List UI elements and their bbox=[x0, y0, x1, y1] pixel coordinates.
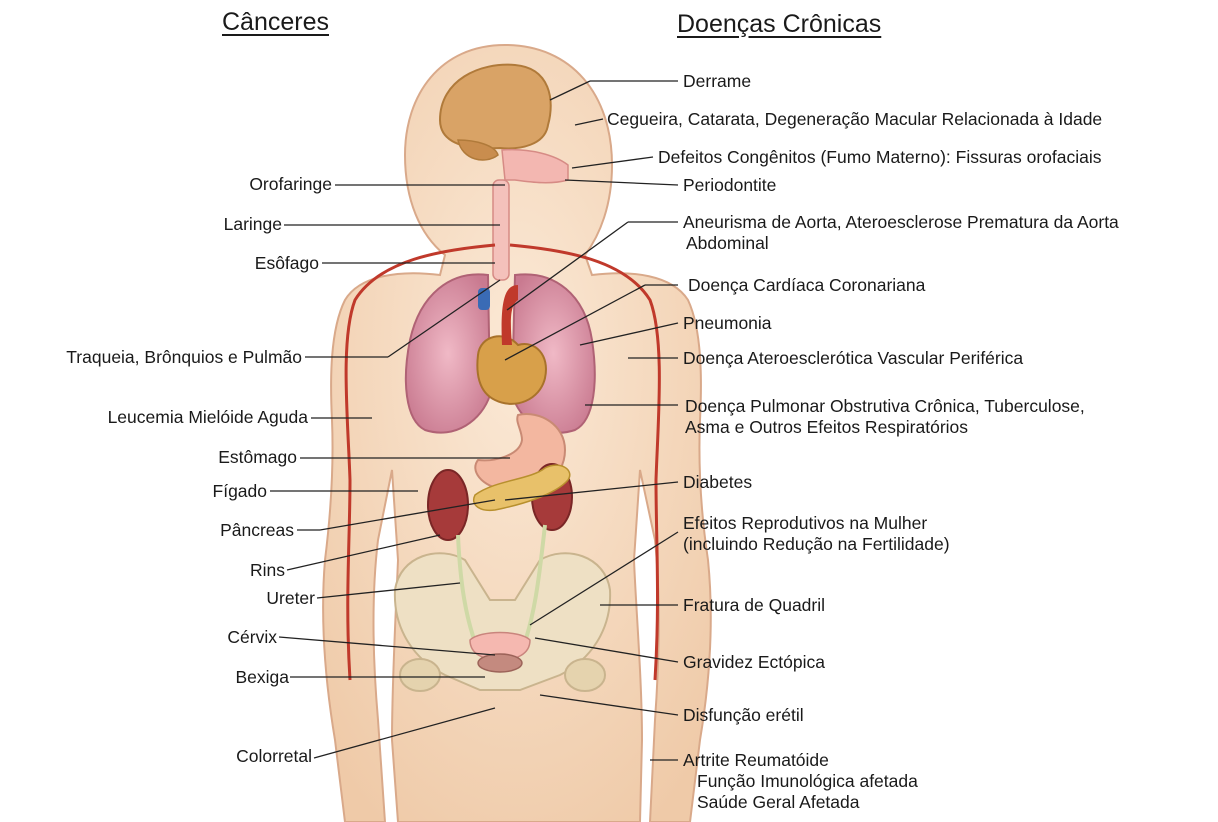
heart-shape bbox=[477, 336, 546, 404]
label-aneurisma: Aneurisma de Aorta, Ateroesclerose Prema… bbox=[683, 212, 1119, 254]
label-funcao-imunologica: Função Imunológica afetada bbox=[683, 771, 918, 792]
trachea-shape bbox=[493, 180, 509, 280]
label-figado: Fígado bbox=[213, 481, 267, 502]
label-disfuncao-eretil: Disfunção erétil bbox=[683, 705, 804, 726]
label-derrame: Derrame bbox=[683, 71, 751, 92]
label-saude-geral: Saúde Geral Afetada bbox=[683, 792, 918, 813]
label-colorretal: Colorretal bbox=[236, 746, 312, 767]
label-periodontite: Periodontite bbox=[683, 175, 776, 196]
label-gravidez-ectopica: Gravidez Ectópica bbox=[683, 652, 825, 673]
label-rins: Rins bbox=[250, 560, 285, 581]
label-orofaringe: Orofaringe bbox=[249, 174, 332, 195]
label-defeitos-congenitos: Defeitos Congênitos (Fumo Materno): Fiss… bbox=[658, 147, 1102, 168]
label-doenca-cardiaca: Doença Cardíaca Coronariana bbox=[688, 275, 925, 296]
label-dpoc-line2: Asma e Outros Efeitos Respiratórios bbox=[685, 417, 1085, 438]
label-traqueia-bronquios-pulmao: Traqueia, Brônquios e Pulmão bbox=[66, 347, 302, 368]
bladder-shape bbox=[478, 654, 522, 672]
label-bexiga: Bexiga bbox=[235, 667, 289, 688]
hip-joint-left bbox=[400, 659, 440, 691]
label-efeitos-reprodutivos-line2: (incluindo Redução na Fertilidade) bbox=[683, 534, 950, 555]
label-dpoc: Doença Pulmonar Obstrutiva Crônica, Tube… bbox=[685, 396, 1085, 438]
hip-joint-right bbox=[565, 659, 605, 691]
label-ureter: Ureter bbox=[266, 588, 315, 609]
label-doenca-ateroesclerotica: Doença Ateroesclerótica Vascular Perifér… bbox=[683, 348, 1023, 369]
label-artrite-reumatoide: Artrite Reumatóide bbox=[683, 750, 918, 771]
label-estomago: Estômago bbox=[218, 447, 297, 468]
label-diabetes: Diabetes bbox=[683, 472, 752, 493]
label-esofago: Esôfago bbox=[255, 253, 319, 274]
label-cervix: Cérvix bbox=[227, 627, 277, 648]
label-efeitos-reprodutivos-line1: Efeitos Reprodutivos na Mulher bbox=[683, 513, 950, 534]
label-cegueira: Cegueira, Catarata, Degeneração Macular … bbox=[607, 109, 1102, 130]
cancers-heading: Cânceres bbox=[222, 8, 329, 37]
label-dpoc-line1: Doença Pulmonar Obstrutiva Crônica, Tube… bbox=[685, 396, 1085, 417]
label-aneurisma-line1: Aneurisma de Aorta, Ateroesclerose Prema… bbox=[683, 212, 1119, 233]
label-pancreas: Pâncreas bbox=[220, 520, 294, 541]
chronic-diseases-heading: Doenças Crônicas bbox=[677, 10, 881, 39]
label-fratura-quadril: Fratura de Quadril bbox=[683, 595, 825, 616]
label-efeitos-reprodutivos: Efeitos Reprodutivos na Mulher (incluind… bbox=[683, 513, 950, 555]
label-leucemia: Leucemia Mielóide Aguda bbox=[108, 407, 308, 428]
label-aneurisma-line2: Abdominal bbox=[683, 233, 1119, 254]
label-laringe: Laringe bbox=[224, 214, 282, 235]
label-pneumonia: Pneumonia bbox=[683, 313, 772, 334]
label-artrite-grupo: Artrite Reumatóide Função Imunológica af… bbox=[683, 750, 918, 813]
